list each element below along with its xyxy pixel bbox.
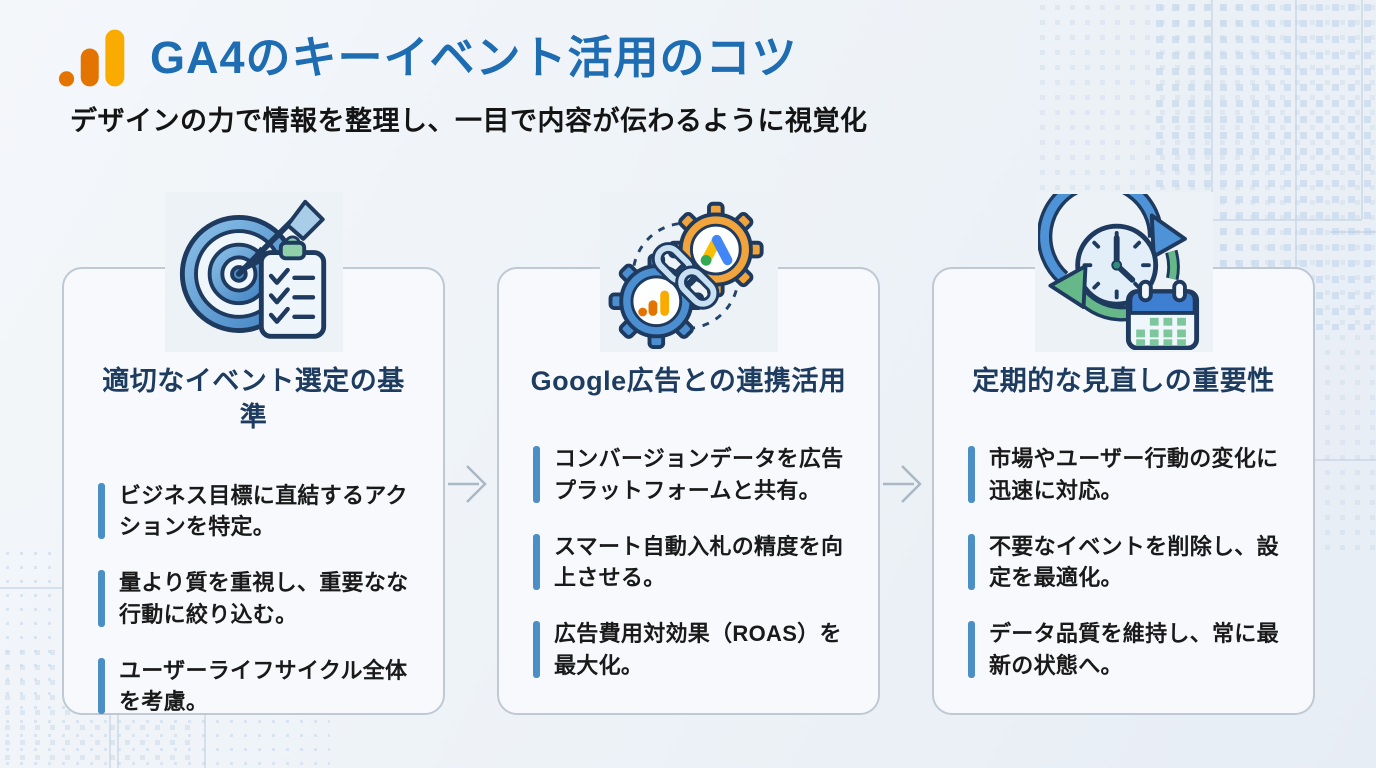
- bullet-accent-bar: [968, 446, 975, 503]
- card-title: 定期的な見直しの重要性: [972, 366, 1275, 396]
- bullet-text: コンバージョンデータを広告プラットフォームと共有。: [554, 446, 844, 503]
- card-event-selection: 適切なイベント選定の基準 ビジネス目標に直結するアクションを特定。 量より質を重…: [62, 192, 445, 717]
- bullet-text: 広告費用対効果（ROAS）を最大化。: [554, 621, 842, 678]
- bullet-item: 市場やユーザー行動の変化に迅速に対応。: [960, 443, 1287, 505]
- clock-calendar-cycle-icon: [1034, 192, 1213, 352]
- card-title: 適切なイベント選定の基準: [102, 366, 405, 433]
- page-subtitle: デザインの力で情報を整理し、一目で内容が伝わるように視覚化: [70, 106, 868, 136]
- flow-arrow-icon: [883, 465, 922, 503]
- bullet-text: 不要なイベントを削除し、設定を最適化。: [989, 533, 1279, 591]
- google-analytics-bars-icon: [58, 29, 125, 87]
- bullet-accent-bar: [533, 446, 540, 503]
- bullet-item: ユーザーライフサイクル全体を考慮。: [90, 655, 417, 717]
- bullet-item: 広告費用対効果（ROAS）を最大化。: [525, 618, 852, 680]
- card-title: Google広告との連携活用: [530, 366, 847, 396]
- bullet-item: スマート自動入札の精度を向上させる。: [525, 531, 852, 593]
- card-regular-review: 定期的な見直しの重要性 市場やユーザー行動の変化に迅速に対応。 不要なイベントを…: [932, 192, 1315, 715]
- bullet-item: 量より質を重視し、重要なな行動に絞り込む。: [90, 567, 417, 629]
- bullet-text: 市場やユーザー行動の変化に迅速に対応。: [989, 446, 1279, 503]
- page-title: GA4のキーイベント活用のコツ: [150, 32, 798, 84]
- bullet-accent-bar: [98, 657, 105, 715]
- bullet-item: コンバージョンデータを広告プラットフォームと共有。: [525, 443, 852, 505]
- bullet-text: データ品質を維持し、常に最新の状態へ。: [989, 621, 1279, 678]
- bullet-text: ユーザーライフサイクル全体を考慮。: [119, 657, 408, 715]
- bullet-accent-bar: [533, 533, 540, 591]
- bullet-item: 不要なイベントを削除し、設定を最適化。: [960, 531, 1287, 593]
- bullet-accent-bar: [533, 621, 540, 678]
- cards-row: 適切なイベント選定の基準 ビジネス目標に直結するアクションを特定。 量より質を重…: [62, 192, 1315, 717]
- bullet-list: コンバージョンデータを広告プラットフォームと共有。 スマート自動入札の精度を向上…: [525, 443, 852, 680]
- bullet-list: 市場やユーザー行動の変化に迅速に対応。 不要なイベントを削除し、設定を最適化。 …: [960, 443, 1287, 680]
- card-google-ads-integration: Google広告との連携活用 コンバージョンデータを広告プラットフォームと共有。…: [497, 192, 880, 715]
- bullet-accent-bar: [968, 621, 975, 678]
- target-checklist-icon: [164, 192, 343, 352]
- gears-link-icon: [599, 192, 778, 352]
- bullet-text: ビジネス目標に直結するアクションを特定。: [119, 482, 408, 540]
- header: GA4のキーイベント活用のコツ デザインの力で情報を整理し、一目で内容が伝わるよ…: [58, 26, 868, 138]
- bullet-item: ビジネス目標に直結するアクションを特定。: [90, 480, 417, 542]
- bullet-accent-bar: [968, 533, 975, 591]
- bullet-list: ビジネス目標に直結するアクションを特定。 量より質を重視し、重要なな行動に絞り込…: [90, 480, 417, 717]
- flow-arrow-icon: [448, 465, 487, 503]
- bullet-accent-bar: [98, 482, 105, 540]
- bullet-item: データ品質を維持し、常に最新の状態へ。: [960, 618, 1287, 680]
- bullet-text: 量より質を重視し、重要なな行動に絞り込む。: [119, 570, 409, 627]
- bullet-text: スマート自動入札の精度を向上させる。: [554, 533, 844, 591]
- bullet-accent-bar: [98, 570, 105, 627]
